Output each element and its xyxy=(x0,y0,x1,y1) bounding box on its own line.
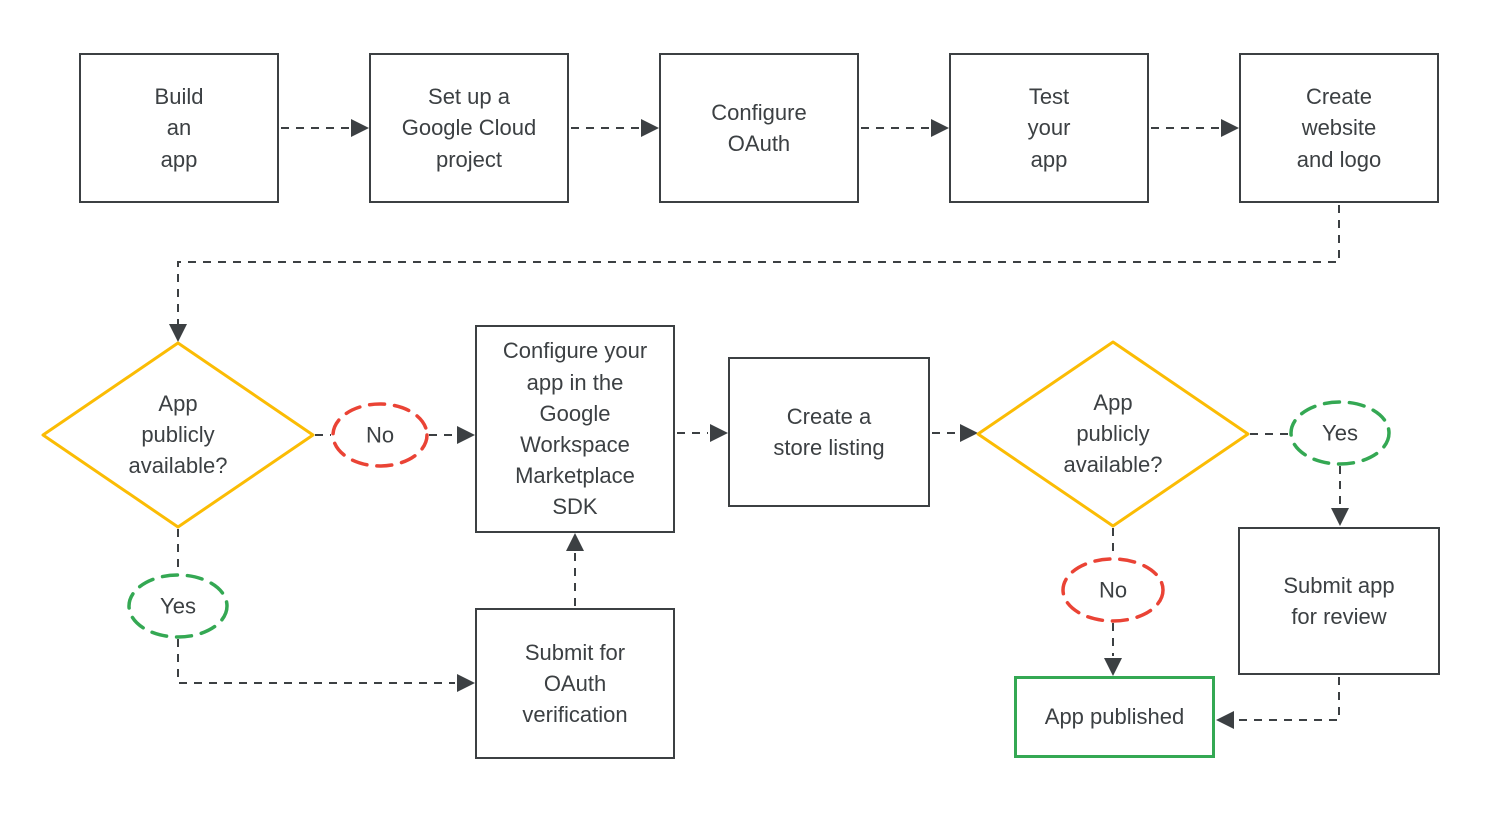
yes2-label: Yes xyxy=(1322,420,1358,446)
node-create-website-label: Create website and logo xyxy=(1296,84,1382,172)
node-submit-review-label: Submit app for review xyxy=(1283,572,1395,629)
no2-label: No xyxy=(1098,577,1128,603)
arrowhead-store-to-decision2 xyxy=(960,424,978,442)
no1-label: No xyxy=(365,422,395,448)
node-build-app: Build an app xyxy=(79,53,279,203)
edge-website-to-decision1 xyxy=(177,205,1340,324)
arrowhead-yes1-to-submit-oauth xyxy=(457,674,475,692)
node-submit-oauth: Submit for OAuth verification xyxy=(475,608,675,759)
node-setup-project: Set up a Google Cloud project xyxy=(369,53,569,203)
node-build-app-label: Build an app xyxy=(154,84,204,172)
arrowhead-test-to-website xyxy=(1221,119,1239,137)
node-submit-review: Submit app for review xyxy=(1238,527,1440,675)
arrowhead-oauth-to-test xyxy=(931,119,949,137)
node-test-app-label: Test your app xyxy=(1027,84,1071,172)
node-test-app: Test your app xyxy=(949,53,1149,203)
node-app-published: App published xyxy=(1014,676,1215,758)
yes2-oval xyxy=(1289,400,1391,466)
arrowhead-sdk-to-store xyxy=(710,424,728,442)
decision2-label: App publicly available? xyxy=(1063,390,1163,478)
node-store-listing-label: Create a store listing xyxy=(773,403,885,460)
node-configure-sdk: Configure your app in the Google Workspa… xyxy=(475,325,675,533)
arrowhead-review-to-published xyxy=(1216,711,1234,729)
node-create-website: Create website and logo xyxy=(1239,53,1439,203)
yes1-label: Yes xyxy=(160,593,196,619)
arrowhead-no2-to-published xyxy=(1104,658,1122,676)
arrowhead-website-to-decision1 xyxy=(169,324,187,342)
edge-yes1-to-submit-oauth xyxy=(177,639,455,684)
arrowhead-setup-to-oauth xyxy=(641,119,659,137)
node-configure-oauth-label: Configure OAuth xyxy=(711,99,807,156)
no1-oval xyxy=(331,402,429,468)
node-configure-oauth: Configure OAuth xyxy=(659,53,859,203)
node-submit-oauth-label: Submit for OAuth verification xyxy=(522,639,628,728)
decision2-diamond xyxy=(976,340,1250,528)
edge-review-to-published xyxy=(1236,677,1340,721)
yes1-oval xyxy=(127,573,229,639)
decision1-diamond xyxy=(41,341,315,529)
arrowhead-build-to-setup xyxy=(351,119,369,137)
node-configure-sdk-label: Configure your app in the Google Workspa… xyxy=(502,338,648,520)
arrowhead-submit-oauth-to-sdk xyxy=(566,533,584,551)
node-store-listing: Create a store listing xyxy=(728,357,930,507)
arrowhead-yes2-to-review xyxy=(1331,508,1349,526)
no2-oval xyxy=(1061,557,1165,623)
arrowhead-no1-to-sdk xyxy=(457,426,475,444)
node-app-published-label: App published xyxy=(1044,704,1185,730)
node-setup-project-label: Set up a Google Cloud project xyxy=(401,84,537,172)
decision1-label: App publicly available? xyxy=(128,391,228,479)
